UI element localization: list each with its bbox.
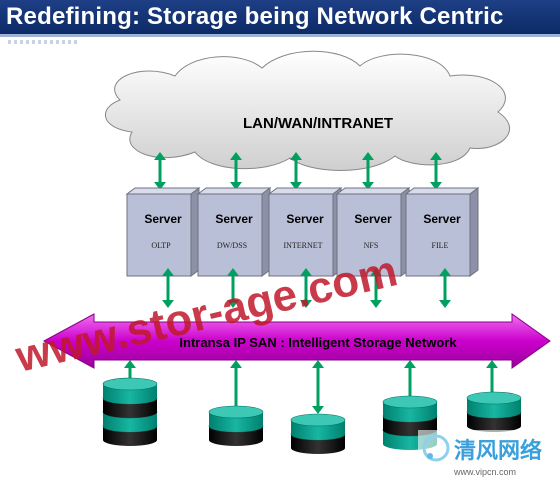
san-band: Intransa IP SAN : Intelligent Storage Ne… (42, 313, 551, 369)
server-heading: Server (144, 212, 182, 226)
server-san-arrow-5 (439, 268, 451, 308)
server-san-arrow-2 (227, 268, 239, 308)
server-role: INTERNET (283, 241, 322, 250)
server-san-links (162, 268, 451, 308)
logo-url: www.vipcn.com (453, 467, 516, 477)
cloud-arrow-5 (430, 152, 442, 190)
logo-chars: 清风网络 (454, 438, 542, 463)
storage-stack-3 (290, 413, 346, 454)
storage-stack-1 (102, 377, 158, 446)
server-role: NFS (364, 241, 379, 250)
logo-swirl-icon (422, 434, 450, 462)
server-role: FILE (432, 241, 449, 250)
server-heading: Server (423, 212, 461, 226)
cloud-arrow-1 (154, 152, 166, 190)
title-decoration (8, 40, 78, 44)
cloud-arrow-3 (290, 152, 302, 190)
storage-stack-2 (208, 405, 264, 446)
cloud-arrow-4 (362, 152, 374, 190)
title-underline (0, 34, 560, 37)
server-role: OLTP (151, 241, 171, 250)
storage-stack-4 (382, 395, 438, 450)
cloud-label: LAN/WAN/INTRANET (243, 115, 393, 132)
storage-stack-5 (466, 391, 522, 432)
network-cloud: LAN/WAN/INTRANET (104, 50, 511, 171)
server-heading: Server (354, 212, 392, 226)
server-row: ServerOLTPServerDW/DSSServerINTERNETServ… (125, 187, 480, 277)
server-san-arrow-3 (300, 268, 312, 308)
san-label: Intransa IP SAN : Intelligent Storage Ne… (179, 335, 457, 350)
site-logo: 清风网络 www.vipcn.com (418, 430, 556, 480)
server-role: DW/DSS (217, 241, 247, 250)
page-title: Redefining: Storage being Network Centri… (6, 3, 504, 30)
server-san-arrow-4 (370, 268, 382, 308)
title-bar: Redefining: Storage being Network Centri… (0, 0, 560, 34)
server-heading: Server (215, 212, 253, 226)
san-storage-links (124, 360, 498, 414)
san-storage-arrow-3 (312, 360, 324, 414)
cloud-server-links (154, 152, 442, 190)
cloud-arrow-2 (230, 152, 242, 190)
server-heading: Server (286, 212, 324, 226)
server-san-arrow-1 (162, 268, 174, 308)
storage-devices (102, 377, 522, 454)
